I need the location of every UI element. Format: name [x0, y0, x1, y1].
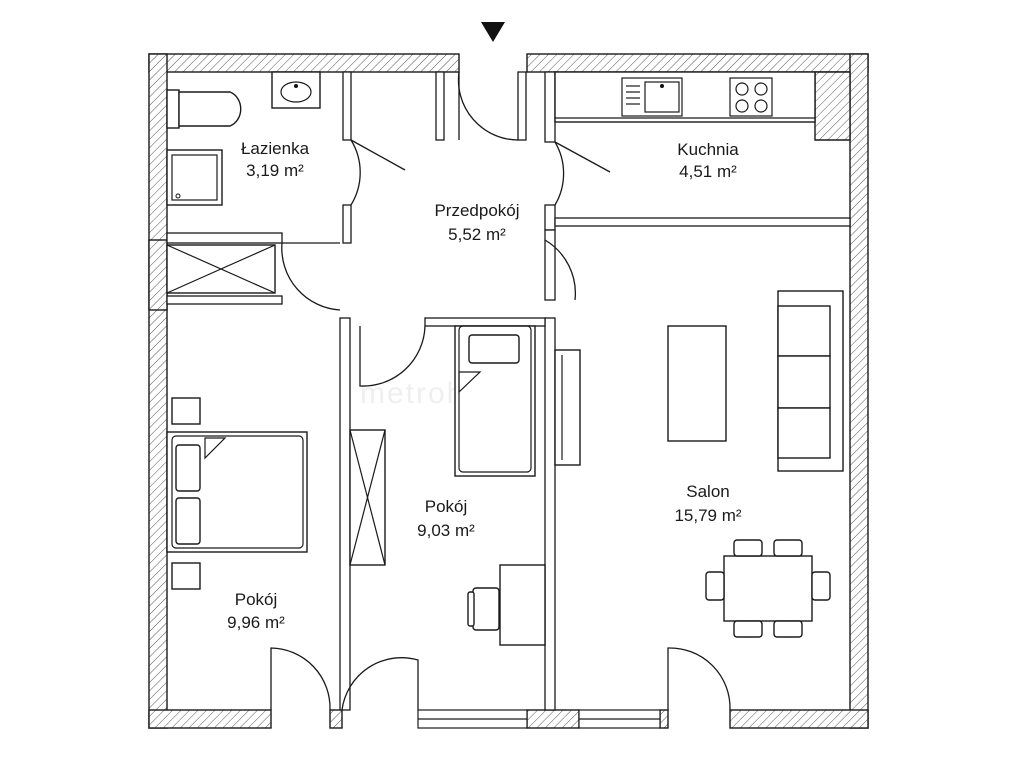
- doors: [270, 71, 731, 711]
- bedroom1-furniture: [166, 397, 308, 590]
- salon-furniture: [554, 290, 844, 638]
- bathroom-fixtures: [166, 71, 321, 294]
- room-labels: Łazienka 3,19 m² Kuchnia 4,51 m² Przedpo…: [227, 139, 742, 632]
- room-area: 15,79 m²: [674, 506, 741, 525]
- room-area: 3,19 m²: [246, 161, 304, 180]
- room-name: Przedpokój: [434, 201, 519, 220]
- room-name: Łazienka: [241, 139, 310, 158]
- room-name: Kuchnia: [677, 140, 739, 159]
- room-name: Pokój: [425, 497, 468, 516]
- entrance-arrow-icon: [481, 22, 505, 42]
- outer-walls: [148, 53, 869, 729]
- room-area: 4,51 m²: [679, 162, 737, 181]
- room-name: Salon: [686, 482, 729, 501]
- room-area: 9,96 m²: [227, 613, 285, 632]
- kitchen-fixtures: [554, 71, 816, 123]
- windows: [417, 709, 661, 729]
- bedroom2-furniture: [349, 325, 546, 646]
- room-name: Pokój: [235, 590, 278, 609]
- room-area: 9,03 m²: [417, 521, 475, 540]
- room-area: 5,52 m²: [448, 225, 506, 244]
- interior-walls: [166, 71, 851, 711]
